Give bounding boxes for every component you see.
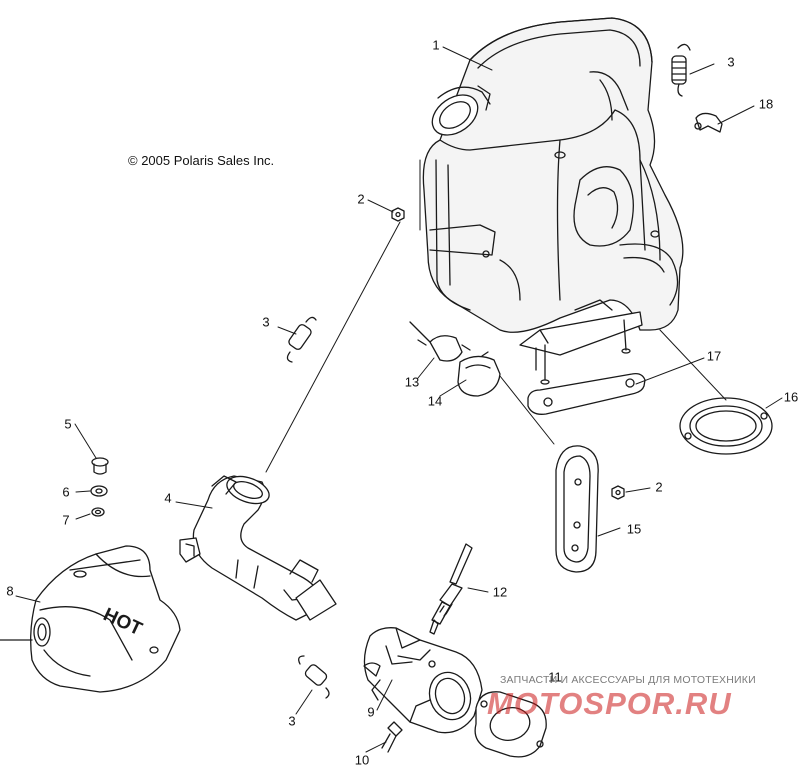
spring-part-3-mid [286,316,317,363]
callout-4: 4 [164,490,172,506]
callout-8: 8 [6,583,14,599]
washer-part-7 [91,507,105,517]
callout-3-bottom: 3 [288,713,296,729]
callout-10: 10 [354,752,370,768]
heat-shield-part-8: HOT [0,545,181,693]
callout-3-top: 3 [727,54,735,70]
callout-2-top: 2 [357,191,365,207]
watermark-logo: MOTOSPOR.RU [487,686,732,721]
copyright-text: © 2005 Polaris Sales Inc. [128,153,275,168]
callout-17: 17 [706,348,722,364]
clip-part-18 [694,112,723,133]
watermark-caption: ЗАПЧАСТИ И АКСЕССУАРЫ ДЛЯ МОТОТЕХНИКИ [500,674,756,686]
nut-part-2-top [391,207,405,222]
gasket-part-16 [679,397,773,455]
callout-16: 16 [783,389,799,405]
exhaust-pipe-part-4 [179,475,337,621]
callout-3-mid: 3 [262,314,270,330]
bolt-part-5 [91,457,109,475]
callout-15: 15 [626,521,642,537]
callout-2-bottom: 2 [655,479,663,495]
callout-1: 1 [432,37,440,53]
gasket-part-11 [474,691,547,758]
damper-part-13 [409,321,471,362]
sensor-part-12 [429,543,473,635]
callout-9: 9 [367,704,375,720]
leader-lines [15,46,783,753]
callout-12: 12 [492,584,508,600]
spring-part-3-top [671,43,691,97]
spring-part-3-bottom [298,655,330,699]
plate-part-17 [527,372,646,415]
callout-14: 14 [427,393,443,409]
callout-5: 5 [64,416,72,432]
nut-part-2-bottom [611,485,625,500]
callout-11: 11 [548,669,562,685]
muffler-part-1 [422,17,684,385]
callout-6: 6 [62,484,70,500]
washer-part-6 [90,485,108,497]
bolt-part-10 [381,721,403,753]
manifold-part-9 [363,627,483,734]
gasket-part-15 [555,445,599,573]
callout-7: 7 [62,512,70,528]
callout-13: 13 [404,374,420,390]
strap-part-14 [457,351,501,397]
callout-18: 18 [758,96,774,112]
